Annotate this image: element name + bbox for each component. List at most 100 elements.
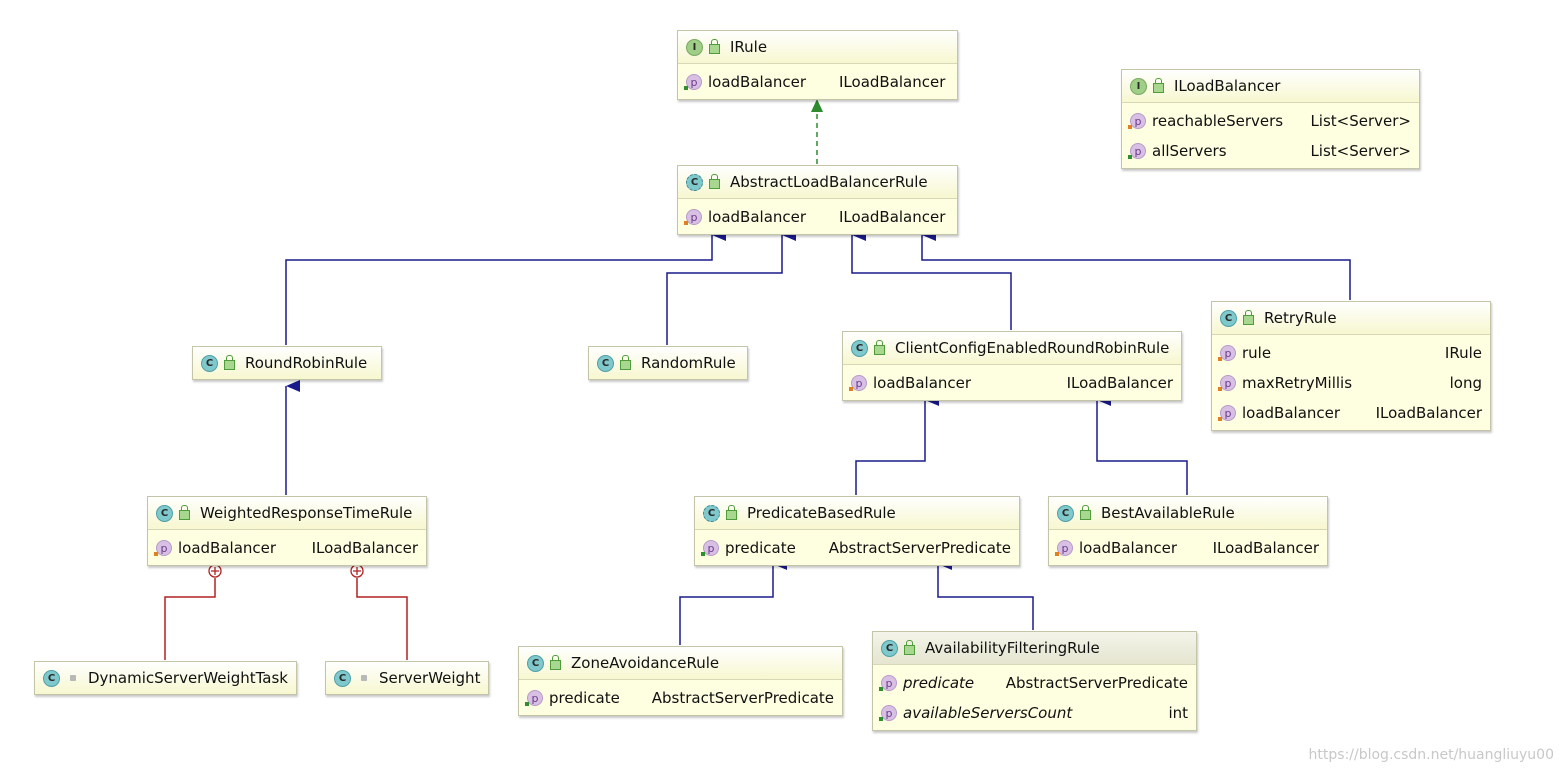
class-name: ZoneAvoidanceRule — [571, 654, 720, 672]
property-icon: p — [1218, 375, 1236, 391]
watermark: https://blog.csdn.net/huangliuyu00 — [1308, 747, 1554, 763]
field-name: loadBalancer — [708, 208, 807, 226]
class-header: C ServerWeight — [326, 662, 488, 694]
property-icon: p — [525, 690, 543, 706]
field-name: availableServersCount — [903, 704, 1073, 722]
field-row: p loadBalancer ILoadBalancer — [148, 533, 426, 563]
property-icon: p — [701, 540, 719, 556]
class-box-retry-rule[interactable]: C RetryRule p rule IRule p maxRetryMilli… — [1211, 301, 1491, 431]
class-box-best-available-rule[interactable]: C BestAvailableRule p loadBalancer ILoad… — [1048, 496, 1328, 566]
field-list: p loadBalancer ILoadBalancer — [678, 63, 957, 99]
field-list: p predicate AbstractServerPredicate — [695, 529, 1019, 565]
field-list: p loadBalancer ILoadBalancer — [1049, 529, 1327, 565]
field-row: p allServers List<Server> — [1122, 136, 1419, 166]
public-lock-icon — [224, 355, 235, 370]
field-row: p rule IRule — [1212, 338, 1490, 368]
class-icon: C — [334, 669, 351, 687]
property-icon: p — [684, 74, 702, 90]
property-icon: p — [1128, 143, 1146, 159]
class-box-irule[interactable]: I IRule p loadBalancer ILoadBalancer — [677, 30, 958, 100]
field-name: rule — [1242, 344, 1272, 362]
public-lock-icon — [709, 39, 720, 54]
class-name: WeightedResponseTimeRule — [200, 504, 413, 522]
property-icon: p — [684, 209, 702, 225]
class-icon: C — [881, 639, 898, 657]
field-name: reachableServers — [1152, 112, 1284, 130]
class-name: RandomRule — [641, 354, 736, 372]
public-lock-icon — [620, 355, 631, 370]
class-icon: C — [851, 339, 868, 357]
public-lock-icon — [904, 640, 915, 655]
field-row: p loadBalancer ILoadBalancer — [678, 67, 957, 97]
class-name: ClientConfigEnabledRoundRobinRule — [895, 339, 1170, 357]
class-header: C ClientConfigEnabledRoundRobinRule — [843, 332, 1181, 364]
field-type: List<Server> — [1310, 142, 1411, 160]
field-list: p loadBalancer ILoadBalancer — [678, 198, 957, 234]
property-icon: p — [1218, 345, 1236, 361]
package-private-dot-icon — [361, 675, 367, 681]
field-name: maxRetryMillis — [1242, 374, 1353, 392]
class-header: C AbstractLoadBalancerRule — [678, 166, 957, 198]
class-name: AvailabilityFilteringRule — [925, 639, 1100, 657]
field-type: ILoadBalancer — [1212, 539, 1319, 557]
class-box-weighted-response-time-rule[interactable]: C WeightedResponseTimeRule p loadBalance… — [147, 496, 427, 566]
public-lock-icon — [1153, 78, 1164, 93]
field-name: loadBalancer — [1079, 539, 1178, 557]
field-name: predicate — [549, 689, 620, 707]
class-icon: C — [156, 504, 173, 522]
class-box-dynamic-server-weight-task[interactable]: C DynamicServerWeightTask — [34, 661, 297, 695]
inner-class-circle-icon — [208, 564, 222, 578]
property-icon: p — [154, 540, 172, 556]
class-name: RoundRobinRule — [245, 354, 368, 372]
property-icon: p — [1218, 405, 1236, 421]
class-box-predicate-based-rule[interactable]: C PredicateBasedRule p predicate Abstrac… — [694, 496, 1020, 566]
field-type: int — [1168, 704, 1188, 722]
class-header: C DynamicServerWeightTask — [35, 662, 296, 694]
edge-bestavailable-extends-clientconfig — [1096, 394, 1188, 495]
class-name: ServerWeight — [379, 669, 481, 687]
class-box-random-rule[interactable]: C RandomRule — [588, 346, 748, 380]
edge-random-extends-abstract — [666, 229, 796, 345]
field-list: p predicate AbstractServerPredicate p av… — [873, 664, 1196, 730]
field-type: AbstractServerPredicate — [828, 539, 1011, 557]
class-icon: C — [527, 654, 544, 672]
property-icon: p — [1128, 113, 1146, 129]
class-header: C RoundRobinRule — [193, 347, 381, 379]
property-icon: p — [879, 675, 897, 691]
class-box-zone-avoidance-rule[interactable]: C ZoneAvoidanceRule p predicate Abstract… — [518, 646, 843, 716]
abstract-class-icon: C — [686, 173, 703, 191]
class-header: C PredicateBasedRule — [695, 497, 1019, 529]
class-box-round-robin-rule[interactable]: C RoundRobinRule — [192, 346, 382, 380]
inner-class-circle-icon — [350, 564, 364, 578]
class-name: IRule — [730, 38, 768, 56]
class-box-iloadbalancer[interactable]: I ILoadBalancer p reachableServers List<… — [1121, 69, 1420, 169]
edge-predicate-extends-clientconfig — [855, 394, 939, 495]
class-box-server-weight[interactable]: C ServerWeight — [325, 661, 489, 695]
field-list: p predicate AbstractServerPredicate — [519, 679, 842, 715]
edge-clientconfig-extends-abstract — [851, 229, 1012, 330]
field-type: ILoadBalancer — [1375, 404, 1482, 422]
class-header: C ZoneAvoidanceRule — [519, 647, 842, 679]
field-name: loadBalancer — [708, 73, 807, 91]
field-name: loadBalancer — [873, 374, 972, 392]
field-name: predicate — [903, 674, 975, 692]
class-icon: C — [43, 669, 60, 687]
field-type: ILoadBalancer — [1066, 374, 1173, 392]
abstract-class-icon: C — [703, 504, 720, 522]
edge-roundrobin-extends-abstract — [285, 229, 726, 345]
class-header: C RetryRule — [1212, 302, 1490, 334]
field-row: p loadBalancer ILoadBalancer — [1212, 398, 1490, 428]
class-box-abstract-load-balancer-rule[interactable]: C AbstractLoadBalancerRule p loadBalance… — [677, 165, 958, 235]
class-icon: C — [1057, 504, 1074, 522]
class-name: RetryRule — [1264, 309, 1337, 327]
public-lock-icon — [1080, 505, 1091, 520]
edge-availability-extends-predicate — [937, 558, 1034, 630]
class-header: C AvailabilityFilteringRule — [873, 632, 1196, 664]
class-box-client-config-enabled-round-robin-rule[interactable]: C ClientConfigEnabledRoundRobinRule p lo… — [842, 331, 1182, 401]
field-type: AbstractServerPredicate — [1005, 674, 1188, 692]
class-header: I IRule — [678, 31, 957, 63]
class-box-availability-filtering-rule[interactable]: C AvailabilityFilteringRule p predicate … — [872, 631, 1197, 731]
package-private-dot-icon — [70, 675, 76, 681]
field-list: p loadBalancer ILoadBalancer — [843, 364, 1181, 400]
field-row: p loadBalancer ILoadBalancer — [678, 202, 957, 232]
